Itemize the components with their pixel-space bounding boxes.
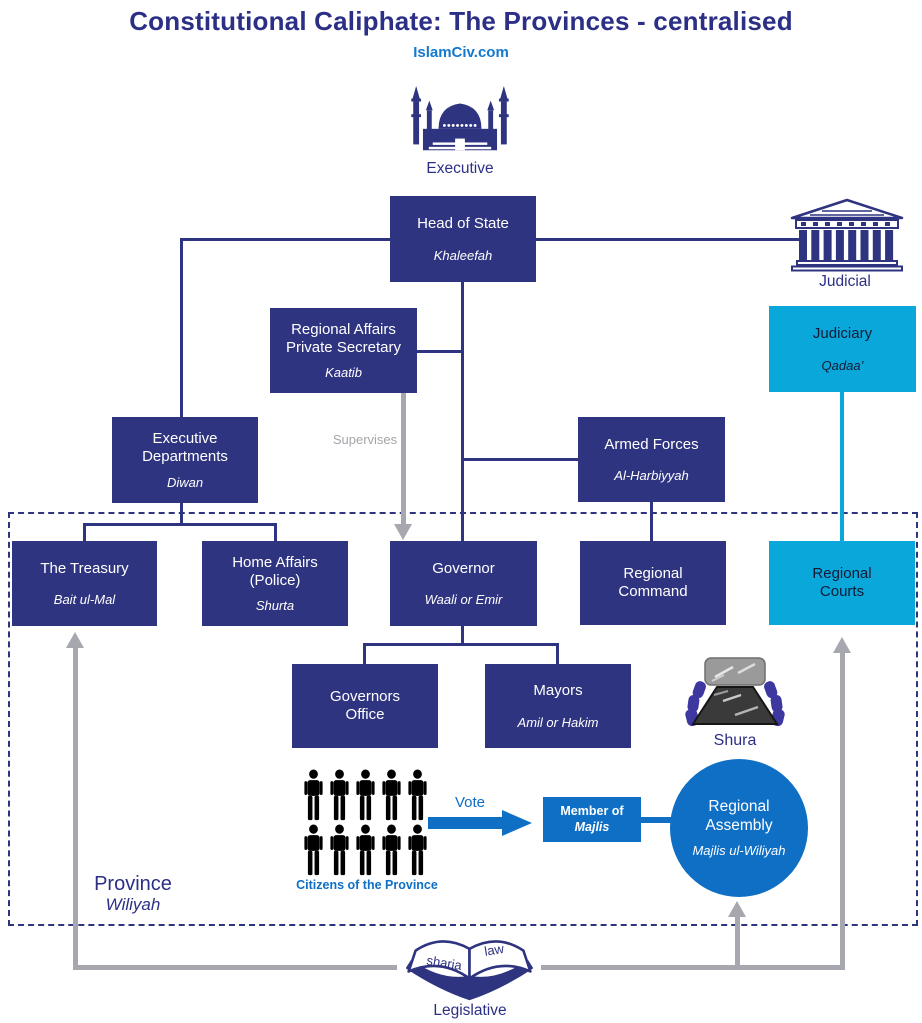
connector-member-assembly (641, 817, 672, 823)
node-regional-assembly: Regional Assembly Majlis ul-Wiliyah (670, 759, 808, 897)
connector-line (180, 503, 183, 526)
connector-line (417, 350, 463, 353)
connector-legislative-to-assembly (735, 915, 740, 970)
connector-legislative-right (541, 965, 845, 970)
executive-branch-label: Executive (426, 160, 494, 177)
connector-line (650, 502, 653, 541)
arrowhead-down-governor (394, 524, 412, 540)
law-text: law (483, 941, 505, 959)
connector-legislative-to-courts (840, 651, 845, 970)
connector-line (363, 643, 366, 664)
vote-label: Vote (454, 794, 486, 811)
connector-line (180, 238, 183, 419)
site-link[interactable]: IslamCiv.com (413, 44, 509, 61)
citizens-label: Citizens of the Province (296, 878, 438, 892)
citizen-icon (330, 769, 349, 821)
citizen-icon (304, 824, 323, 876)
node-member-of-majlis: Member of Majlis (543, 797, 641, 842)
node-mayors: Mayors Amil or Hakim (485, 664, 631, 748)
courthouse-icon (790, 198, 904, 272)
shura-label: Shura (713, 732, 757, 749)
node-regional-command: Regional Command (580, 541, 726, 625)
connector-line (536, 238, 806, 241)
sharia-text: sharia (426, 953, 464, 973)
connector-line (180, 238, 390, 241)
node-governors-office: Governors Office (292, 664, 438, 748)
judicial-branch-label: Judicial (819, 273, 871, 290)
connector-line (363, 643, 559, 646)
node-executive-departments: Executive Departments Diwan (112, 417, 258, 503)
vote-arrow (428, 817, 502, 829)
node-armed-forces: Armed Forces Al-Harbiyyah (578, 417, 725, 502)
citizen-icon (304, 769, 323, 821)
connector-line (274, 523, 277, 541)
sharia-law-book-icon: sharia law (406, 940, 533, 1001)
node-judiciary: Judiciary Qadaa’ (769, 306, 916, 392)
connector-line (461, 282, 464, 541)
arrowhead-up-regional-courts (833, 637, 851, 653)
node-regional-courts: Regional Courts (769, 541, 915, 625)
mosque-icon (411, 85, 509, 151)
connector-line (83, 523, 86, 541)
province-label: Province (94, 873, 172, 895)
connector-line (461, 626, 464, 646)
supervises-label: Supervises (332, 432, 398, 447)
shura-table-icon (685, 657, 785, 727)
citizen-icon (408, 769, 427, 821)
node-home-affairs: Home Affairs (Police) Shurta (202, 541, 348, 626)
connector-line (556, 643, 559, 664)
citizen-icon (356, 824, 375, 876)
connector-legislative-left (73, 965, 397, 970)
arrowhead-up-assembly (728, 901, 746, 917)
connector-judiciary-courts (840, 392, 844, 541)
connector-supervises (401, 393, 406, 526)
node-governor: Governor Waali or Emir (390, 541, 537, 626)
citizens-group (303, 769, 428, 876)
node-treasury: The Treasury Bait ul-Mal (12, 541, 157, 626)
wiliyah-label: Wiliyah (105, 895, 161, 914)
citizen-icon (330, 824, 349, 876)
citizen-icon (382, 824, 401, 876)
connector-line (463, 458, 578, 461)
citizen-icon (408, 824, 427, 876)
vote-arrowhead (502, 810, 532, 836)
node-head-of-state: Head of State Khaleefah (390, 196, 536, 282)
node-regional-affairs-secretary: Regional Affairs Private Secretary Kaati… (270, 308, 417, 393)
citizen-icon (356, 769, 375, 821)
page-title: Constitutional Caliphate: The Provinces … (129, 6, 793, 36)
citizen-icon (382, 769, 401, 821)
arrowhead-up-treasury (66, 632, 84, 648)
connector-line (83, 523, 277, 526)
connector-legislative-to-treasury (73, 646, 78, 968)
legislative-branch-label: Legislative (433, 1002, 507, 1019)
